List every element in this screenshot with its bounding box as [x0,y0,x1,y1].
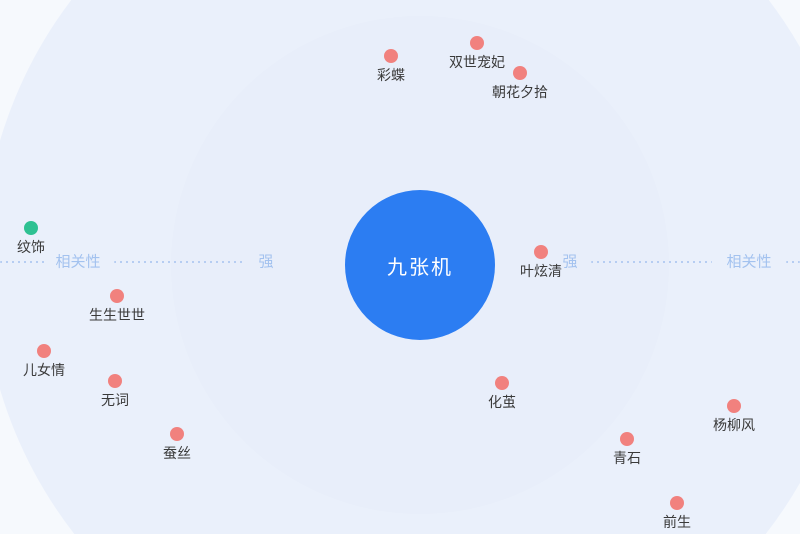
node-dot-icon [727,399,741,413]
axis-dash-right [591,261,712,263]
node-dot-icon [37,344,51,358]
center-node-label: 九张机 [387,256,453,279]
node-label: 朝花夕拾 [492,84,548,100]
node-dot-icon [620,432,634,446]
node-dot-icon [110,289,124,303]
node-label: 双世宠妃 [449,54,505,70]
node-dot-icon [495,376,509,390]
node-label: 青石 [613,450,641,466]
node-label: 叶炫清 [520,263,562,279]
axis-dash-edge-right [786,261,800,263]
axis-label-strong-left: 强 [258,253,274,271]
node-dot-icon [170,427,184,441]
node-label: 杨柳风 [713,417,755,433]
node-label: 生生世世 [89,307,145,323]
node-dot-icon [534,245,548,259]
center-node[interactable]: 九张机 [345,190,495,340]
node-dot-icon [384,49,398,63]
axis-label-strong-right: 强 [562,253,578,271]
node-dot-icon [470,36,484,50]
axis-label-relevance-right: 相关性 [726,253,772,271]
node-label: 蚕丝 [163,445,191,461]
node-label: 无词 [101,392,129,408]
node-dot-icon [670,496,684,510]
node-label: 前生 [663,514,691,530]
node-label: 儿女情 [23,362,65,378]
node-dot-icon [513,66,527,80]
axis-dash-left [114,261,246,263]
node-dot-icon [24,221,38,235]
axis-dash-edge-left [0,261,47,263]
axis-label-relevance-left: 相关性 [55,253,101,271]
node-label: 化茧 [488,394,516,410]
node-label: 彩蝶 [377,67,405,83]
node-label: 纹饰 [17,239,45,255]
node-dot-icon [108,374,122,388]
